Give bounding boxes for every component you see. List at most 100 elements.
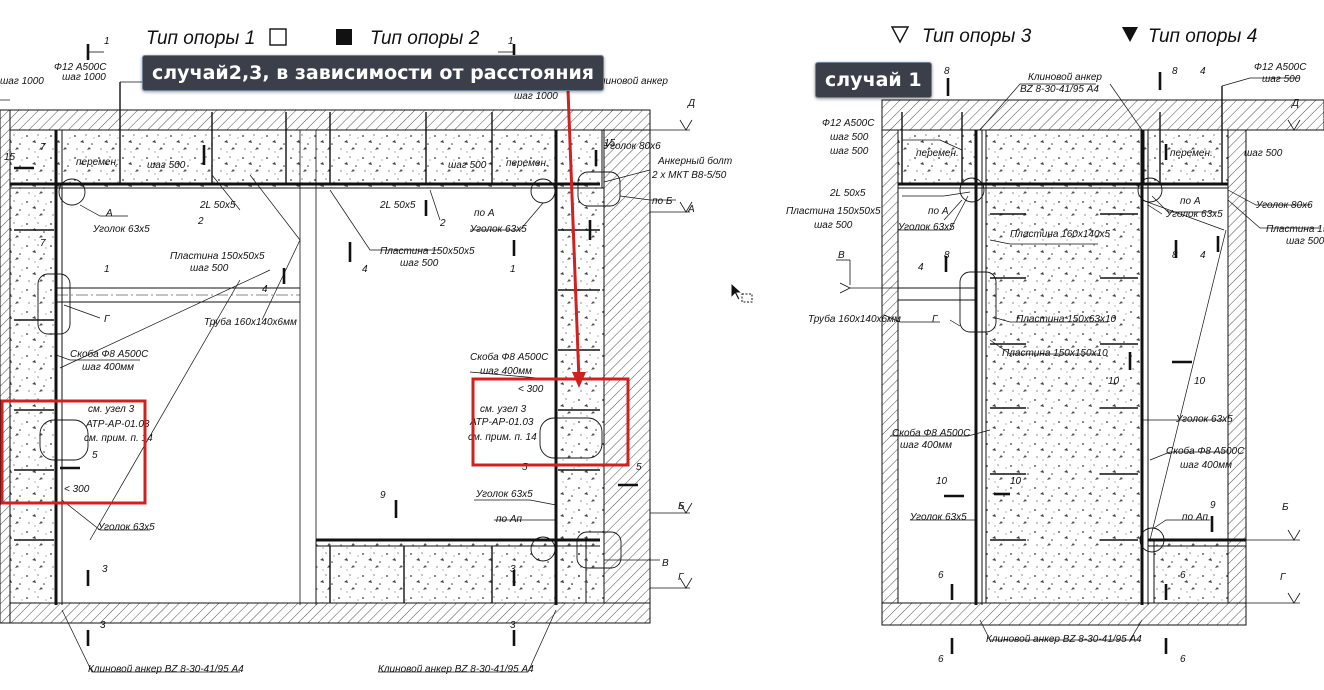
drawing-label: Г — [104, 314, 111, 325]
drawing-label: Уголок 63х5 — [475, 489, 533, 500]
drawing-label: шаг 500 — [1262, 74, 1301, 85]
drawing-label: Уголок 63х5 — [909, 512, 967, 523]
drawing-label: Клиновой анкер — [594, 76, 668, 87]
drawing-label: 6 — [1180, 570, 1186, 581]
mouse-pointer-icon — [730, 281, 753, 303]
drawing-label: А — [687, 204, 695, 215]
drawing-label: 5 — [522, 462, 528, 473]
drawing-label: шаг 500 — [830, 146, 869, 157]
drawing-label: по А — [474, 208, 495, 219]
top-slab-right — [881, 99, 1324, 131]
drawing-label: Ф12 А500С — [54, 62, 107, 73]
drawing-label: А — [105, 208, 113, 219]
drawing-label: Г — [932, 314, 939, 325]
drawing-label: Г — [678, 572, 685, 583]
drawing-label: В — [838, 250, 845, 261]
drawing-label: перемен. — [1170, 148, 1213, 159]
drawing-label: Пластина 150х50х5 — [170, 251, 265, 262]
drawing-label: Уголок 63х5 — [1175, 414, 1233, 425]
filled-triangle-icon — [1122, 27, 1138, 42]
drawing-label: 1 — [104, 264, 110, 275]
drawing-label: Клиновой анкер — [1028, 72, 1102, 83]
drawing-label: перемен. — [916, 148, 959, 159]
drawing-label: 15 — [4, 152, 16, 163]
filled-square-icon — [336, 29, 352, 45]
drawing-label: шаг 500 — [448, 160, 487, 171]
drawing-label: Скоба Ф8 А500С — [70, 348, 149, 360]
drawing-label: 2L 50х5 — [829, 188, 866, 199]
highlight-box-left — [0, 399, 147, 505]
drawing-label: перемен. — [76, 157, 119, 168]
drawing-label: 8 — [1172, 66, 1178, 77]
callout-case-1: случай 1 — [815, 62, 932, 98]
drawing-label: см. прим. п. 14 — [468, 432, 537, 443]
legend-type2: Тип опоры 2 — [370, 28, 480, 49]
drawing-label: см. узел 3 — [88, 404, 135, 415]
drawing-label: Уголок 63х5 — [897, 222, 955, 233]
drawing-label: Уголок 80х6 — [603, 141, 661, 152]
drawing-label: 3 — [510, 620, 516, 631]
drawing-label: АТР-АР-01.03 — [85, 419, 150, 430]
drawing-label: Скоба Ф8 А500С — [470, 351, 549, 363]
drawing-label: шаг 1000 — [62, 72, 106, 83]
drawing-label: 8 — [1172, 250, 1178, 261]
drawing-label: Уголок 63х5 — [92, 224, 150, 235]
drawing-label: Скоба Ф8 А500С — [1166, 445, 1245, 457]
drawing-label: 8 — [944, 66, 950, 77]
drawing-label: 4 — [1200, 66, 1206, 77]
drawing-label: 1 — [104, 36, 110, 47]
bottom-beam — [315, 540, 587, 604]
drawing-label: шаг 400мм — [1180, 460, 1232, 471]
drawing-label: 3 — [102, 564, 108, 575]
drawing-label: АТР-АР-01.03 — [469, 417, 534, 428]
drawing-label: Пластина 150х63х10 — [1016, 314, 1117, 325]
drawing-label: шаг 1000 — [514, 91, 558, 102]
drawing-label: по А — [928, 206, 949, 217]
drawing-label: шаг 1000 — [0, 76, 44, 87]
drawing-label: 4 — [1200, 250, 1206, 261]
drawing-label: 10 — [1194, 376, 1206, 387]
drawing-label: 2 — [439, 218, 446, 229]
drawing-label: по А — [1180, 196, 1201, 207]
drawing-label: Б — [678, 501, 685, 512]
drawing-label: Клиновой анкер BZ 8-30-41/95 А4 — [88, 664, 244, 675]
top-beam — [9, 129, 603, 189]
review-markup — [0, 89, 630, 505]
drawing-label: Пластина 160х140х5 — [1010, 229, 1111, 240]
drawing-label: Уголок 63х5 — [97, 522, 155, 533]
drawing-label: < 300 — [64, 484, 90, 495]
drawing-label: Пластина 150х50х5 — [380, 246, 475, 257]
drawing-label: шаг 500 — [190, 263, 229, 274]
bottom-slab-right — [881, 602, 1247, 626]
drawing-label: шаг 400мм — [82, 362, 134, 373]
drawing-label: 10 — [1108, 376, 1120, 387]
drawing-label: по Ап — [496, 514, 523, 525]
drawing-label: 4 — [918, 262, 924, 273]
highlight-box-right — [471, 377, 630, 467]
drawing-label: В — [662, 558, 669, 569]
drawing-label: 7 — [40, 142, 46, 153]
drawing-label: шаг 500 — [400, 258, 439, 269]
drawing-label: 6 — [1180, 654, 1186, 665]
drawing-label: Б — [1282, 502, 1289, 513]
drawing-label: 9 — [1210, 500, 1216, 511]
drawing-label: см. узел 3 — [480, 404, 527, 415]
drawing-label: 1 — [510, 264, 516, 275]
drawing-label: 2 — [197, 216, 204, 227]
drawing-label: Анкерный болт — [657, 155, 732, 167]
legend-type1: Тип опоры 1 — [146, 28, 255, 49]
drawing-label: Труба 160х140х6мм — [204, 316, 297, 328]
drawing-label: шаг 500 — [1244, 148, 1283, 159]
left-column — [9, 187, 57, 604]
drawing-label: шаг 500 — [830, 132, 869, 143]
left-section: Ф12 А500С шаг 1000 перемен. шаг 500 шаг … — [0, 36, 732, 675]
drawing-label: Труба 160х140х6мм — [808, 313, 901, 325]
left-wall-right — [881, 129, 899, 604]
drawing-label: перемен. — [506, 158, 549, 169]
drawing-label: Пластина 150х50х5 — [786, 206, 881, 217]
drawing-label: Клиновой анкер BZ 8-30-41/95 А4 — [378, 664, 534, 675]
central-column — [985, 129, 1143, 604]
drawing-label: BZ 8-30-41/95 А4 — [1020, 84, 1099, 95]
left-wall — [0, 109, 11, 624]
